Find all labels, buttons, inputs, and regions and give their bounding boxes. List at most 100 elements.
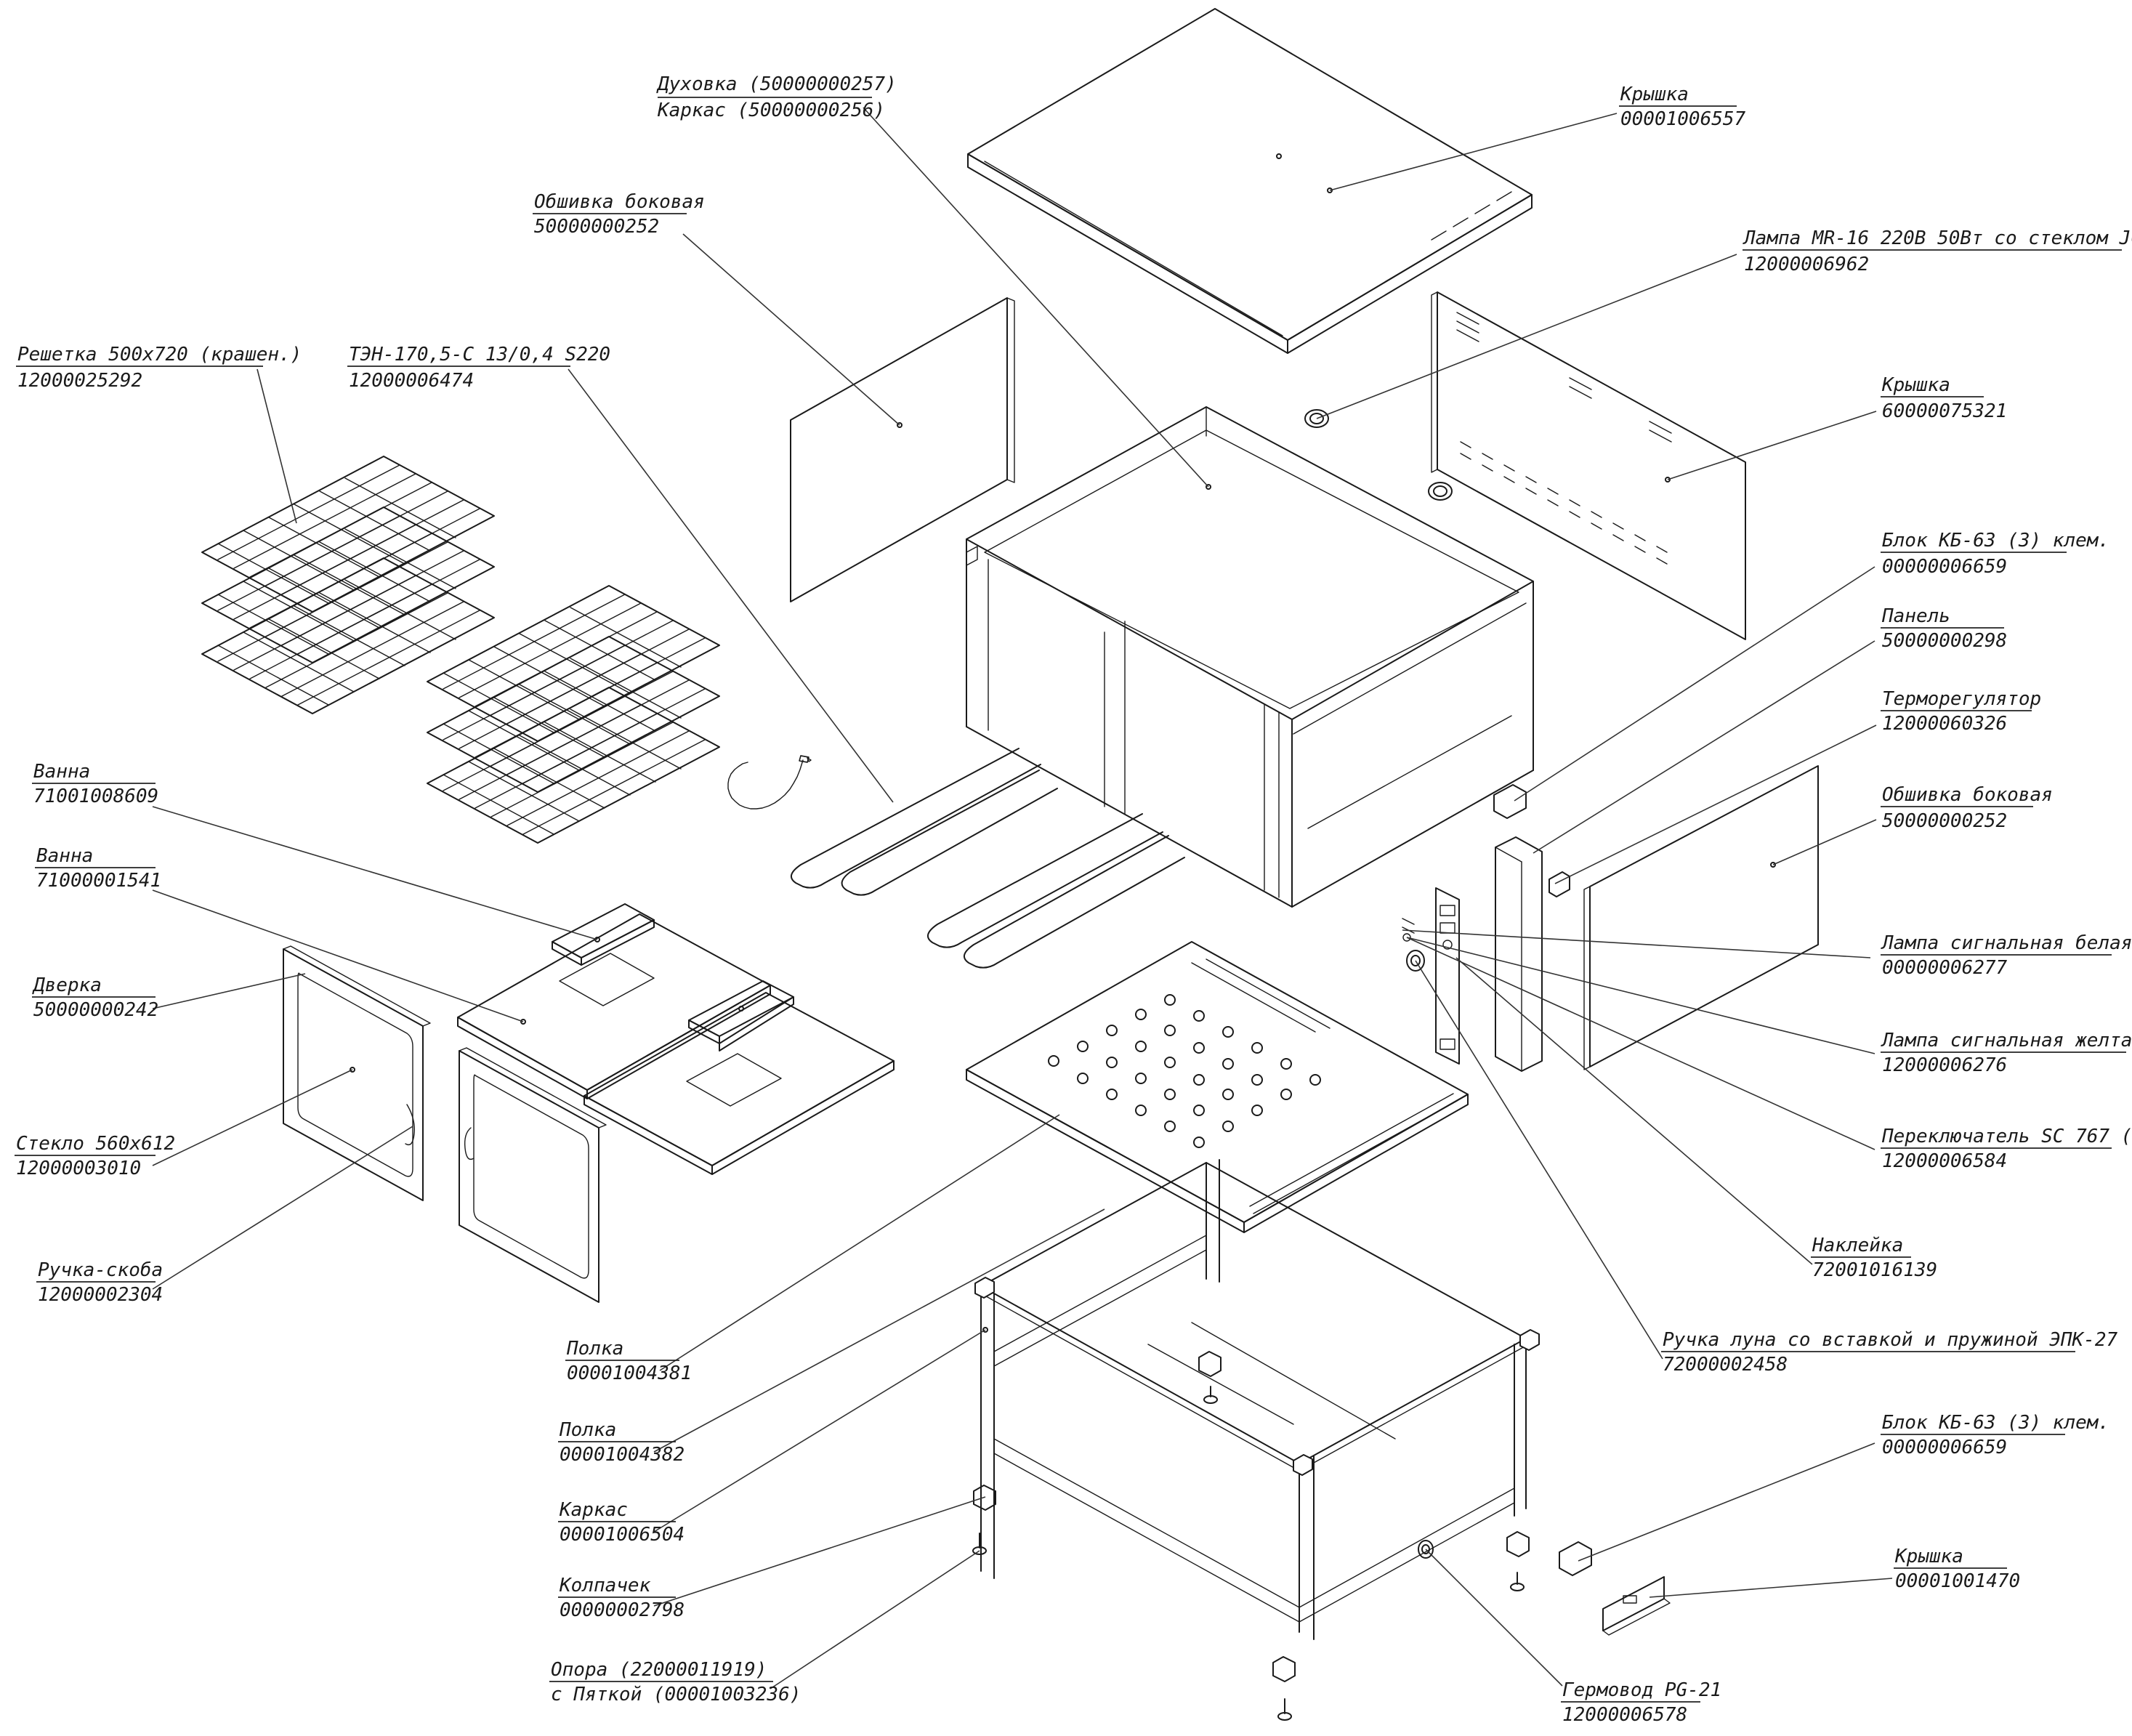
label-side-panel-left-line2: 50000000252	[534, 216, 659, 238]
label-heater-line1: ТЭН-170,5-С 13/0,4 S220	[349, 344, 610, 366]
callout-label-thermostat: Терморегулятор 12000060326	[1881, 688, 2041, 735]
callout-label-glass: Стекло 560х612 12000003010	[15, 1133, 175, 1179]
label-terminal-block-top-line2: 00000006659	[1882, 556, 2007, 578]
callout-label-shelf2: Полка 00001004382	[558, 1419, 685, 1466]
label-panel-line2: 50000000298	[1882, 630, 2007, 652]
label-grate-line1: Решетка 500х720 (крашен.)	[17, 344, 302, 366]
label-side-panel-right-line1: Обшивка боковая	[1882, 784, 2053, 806]
label-shelf1-line2: 00001004381	[567, 1362, 692, 1384]
label-shelf2-line2: 00001004382	[560, 1444, 685, 1466]
label-top-cover-line2: 00001006557	[1620, 108, 1746, 130]
label-tub2-line2: 71000001541	[36, 870, 161, 892]
label-grate-line2: 12000025292	[17, 370, 142, 392]
label-white-lamp-line1: Лампа сигнальная белая	[1881, 932, 2132, 954]
callout-label-side-panel-left: Обшивка боковая 50000000252	[533, 191, 705, 238]
support-foot-part	[972, 1386, 1525, 1721]
side-panel-right-part	[1583, 765, 1819, 1070]
label-sticker-line2: 72001016139	[1812, 1259, 1937, 1281]
oven-body-part	[966, 406, 1534, 908]
callout-label-knob: Ручка луна со вставкой и пружиной ЭПК-27…	[1661, 1329, 2117, 1376]
door-part	[283, 945, 607, 1303]
label-knob-line1: Ручка луна со вставкой и пружиной ЭПК-27	[1663, 1329, 2117, 1351]
callout-label-cover-small: Крышка 00001001470	[1894, 1546, 2020, 1592]
label-shelf1-line1: Полка	[566, 1338, 623, 1360]
label-rear-cover-line2: 60000075321	[1882, 400, 2007, 422]
label-door-line2: 50000000242	[33, 999, 158, 1021]
label-cover-small-line1: Крышка	[1894, 1546, 1963, 1567]
thermostat-part	[1548, 871, 1570, 897]
label-tub2-line1: Ванна	[36, 845, 93, 867]
control-panel-part	[1435, 836, 1543, 1072]
callout-label-shelf1: Полка 00001004381	[565, 1338, 692, 1384]
label-glass-line1: Стекло 560х612	[16, 1133, 175, 1155]
label-sticker-line1: Наклейка	[1812, 1235, 1903, 1256]
label-oven-line2: Каркас (50000000256)	[657, 100, 885, 121]
label-oven-line1: Духовка (50000000257)	[656, 73, 897, 95]
label-heater-line2: 12000006474	[349, 370, 474, 392]
stand-frame-part	[974, 1159, 1540, 1640]
callout-label-lamp: Лампа MR-16 220В 50Вт со стеклом JCDR 12…	[1743, 227, 2132, 275]
callout-label-door: Дверка 50000000242	[32, 974, 158, 1021]
label-tub1-line1: Ванна	[33, 761, 90, 783]
cable-gland-part	[1418, 1540, 1434, 1559]
label-lamp-line2: 12000006962	[1744, 254, 1869, 275]
lamp-part	[1304, 409, 1453, 501]
label-lamp-line1: Лампа MR-16 220В 50Вт со стеклом JCDR	[1743, 227, 2132, 249]
callout-label-switch: Переключатель SC 767 (4) 12000006584	[1881, 1126, 2132, 1172]
label-yellow-lamp-line2: 12000006276	[1882, 1054, 2007, 1076]
callout-label-support: Опора (22000011919) с Пяткой (0000100323…	[549, 1659, 801, 1705]
callout-label-handle-bracket: Ручка-скоба 12000002304	[36, 1259, 163, 1306]
label-handle-bracket-line2: 12000002304	[38, 1284, 163, 1306]
knob-part	[1402, 918, 1425, 972]
label-cap-line2: 00000002798	[560, 1599, 685, 1621]
rear-cover-part	[1431, 291, 1746, 640]
label-switch-line1: Переключатель SC 767 (4)	[1881, 1126, 2132, 1147]
leader-lines	[152, 107, 1893, 1689]
grate-stack-part	[201, 456, 720, 844]
callout-label-grate: Решетка 500х720 (крашен.) 12000025292	[16, 344, 302, 392]
label-glass-line2: 12000003010	[16, 1158, 141, 1179]
callout-label-tub2: Ванна 71000001541	[35, 845, 161, 892]
label-door-line1: Дверка	[32, 974, 102, 996]
cap-part	[973, 1351, 1530, 1682]
label-cable-gland-line1: Гермовод PG-21	[1562, 1679, 1721, 1701]
label-cable-gland-line2: 12000006578	[1562, 1704, 1687, 1726]
label-frame-line2: 00001006504	[560, 1524, 685, 1546]
label-thermostat-line1: Терморегулятор	[1882, 688, 2041, 710]
heater-rods-part	[790, 748, 1185, 969]
label-yellow-lamp-line1: Лампа сигнальная желтая	[1881, 1030, 2132, 1051]
label-top-cover-line1: Крышка	[1620, 84, 1689, 105]
label-tub1-line2: 71001008609	[33, 786, 158, 807]
label-terminal-block-top-line1: Блок КБ-63 (3) клем.	[1882, 530, 2109, 552]
callout-label-heater: ТЭН-170,5-С 13/0,4 S220 12000006474	[347, 344, 610, 392]
callout-label-white-lamp: Лампа сигнальная белая 00000006277	[1881, 932, 2132, 979]
terminal-block-part	[1493, 784, 1592, 1576]
callout-label-top-cover: Крышка 00001006557	[1619, 84, 1746, 130]
callout-label-cable-gland: Гермовод PG-21 12000006578	[1561, 1679, 1721, 1726]
label-knob-line2: 72000002458	[1663, 1354, 1788, 1376]
callout-label-terminal-block-top: Блок КБ-63 (3) клем. 00000006659	[1881, 530, 2109, 578]
side-panel-left-part	[790, 297, 1015, 602]
label-shelf2-line1: Полка	[559, 1419, 616, 1441]
callout-label-panel: Панель 50000000298	[1881, 605, 2007, 652]
callout-label-side-panel-right: Обшивка боковая 50000000252	[1881, 784, 2053, 832]
label-panel-line1: Панель	[1881, 605, 1950, 627]
tub-part	[457, 903, 895, 1175]
label-frame-line1: Каркас	[559, 1499, 628, 1521]
label-white-lamp-line2: 00000006277	[1882, 957, 2008, 979]
callout-label-tub1: Ванна 71001008609	[32, 761, 158, 807]
label-cap-line1: Колпачек	[559, 1575, 651, 1596]
callout-label-sticker: Наклейка 72001016139	[1811, 1235, 1937, 1281]
callout-label-yellow-lamp: Лампа сигнальная желтая 12000006276	[1881, 1030, 2132, 1076]
label-side-panel-left-line1: Обшивка боковая	[534, 191, 705, 213]
label-terminal-block-bottom-line1: Блок КБ-63 (3) клем.	[1882, 1412, 2109, 1434]
label-handle-bracket-line1: Ручка-скоба	[38, 1259, 163, 1281]
label-side-panel-right-line2: 50000000252	[1882, 810, 2007, 832]
label-terminal-block-bottom-line2: 00000006659	[1882, 1437, 2007, 1458]
label-thermostat-line2: 12000060326	[1882, 713, 2007, 735]
callout-label-frame: Каркас 00001006504	[558, 1499, 685, 1546]
label-support-line1: Опора (22000011919)	[551, 1659, 767, 1681]
label-rear-cover-line1: Крышка	[1881, 374, 1950, 396]
callout-label-cap: Колпачек 00000002798	[558, 1575, 685, 1621]
